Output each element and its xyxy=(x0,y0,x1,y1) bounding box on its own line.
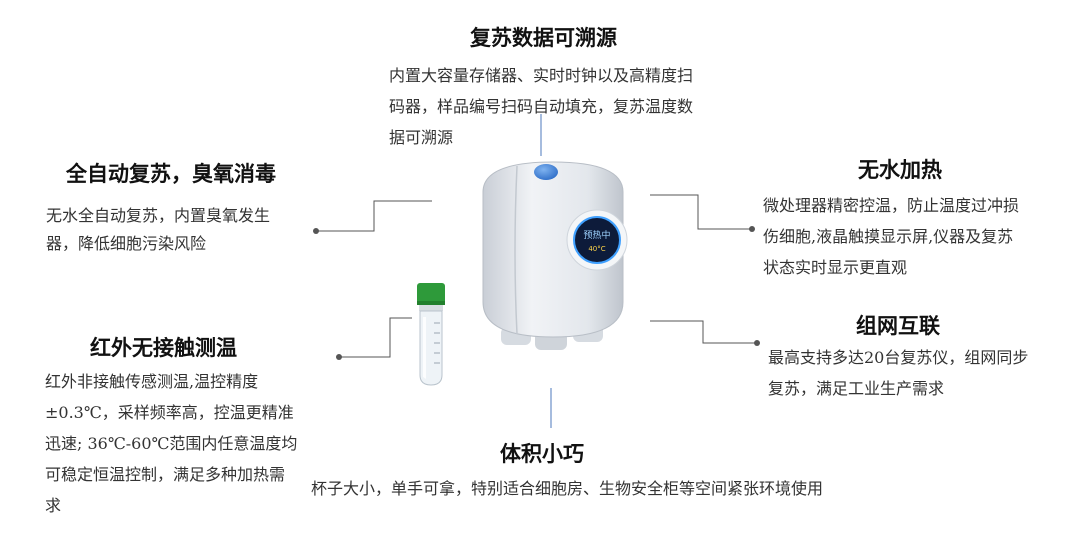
desc-line: 伤细胞,液晶触摸显示屏,仪器及复苏 xyxy=(763,227,1014,246)
desc-traceable: 内置大容量存储器、实时时钟以及高精度扫 码器，样品编号扫码自动填充，复苏温度数 … xyxy=(389,60,749,153)
title-network: 组网互联 xyxy=(856,313,940,338)
connector-network xyxy=(650,320,757,344)
desc-line: 微处理器精密控温，防止温度过冲损 xyxy=(763,196,1020,215)
connector-waterless xyxy=(650,194,752,230)
title-infrared: 红外无接触测温 xyxy=(90,335,237,360)
desc-line: 状态实时显示更直观 xyxy=(763,258,908,277)
desc-auto: 无水全自动复苏，内置臭氧发生 器，降低细胞污染风险 xyxy=(46,202,326,258)
desc-line: 无水全自动复苏，内置臭氧发生 xyxy=(46,206,271,225)
connector-dot-waterless xyxy=(749,226,755,232)
connector-infrared xyxy=(339,317,412,358)
desc-compact: 杯子大小，单手可拿，特别适合细胞房、生物安全柜等空间紧张环境使用 xyxy=(311,473,911,504)
desc-line: ±0.3℃，采样频率高，控温更精准 xyxy=(45,403,294,422)
sample-tube-image xyxy=(417,283,445,386)
desc-waterless: 微处理器精密控温，防止温度过冲损 伤细胞,液晶触摸显示屏,仪器及复苏 状态实时显… xyxy=(763,190,1073,283)
screen-status-text: 预热中 xyxy=(583,229,610,241)
desc-line: 杯子大小，单手可拿，特别适合细胞房、生物安全柜等空间紧张环境使用 xyxy=(311,479,824,498)
desc-line: 码器，样品编号扫码自动填充，复苏温度数 xyxy=(389,97,694,116)
desc-line: 内置大容量存储器、实时时钟以及高精度扫 xyxy=(389,66,694,85)
title-auto: 全自动复苏，臭氧消毒 xyxy=(66,161,276,186)
connector-auto xyxy=(316,200,432,232)
desc-line: 复苏，满足工业生产需求 xyxy=(768,379,945,398)
connector-dot-auto xyxy=(313,228,319,234)
connector-dot-infrared xyxy=(336,354,342,360)
screen-temp-text: 40°C xyxy=(588,245,605,253)
desc-infrared: 红外非接触传感测温,温控精度 ±0.3℃，采样频率高，控温更精准 迅速; 36℃… xyxy=(45,366,320,521)
title-compact: 体积小巧 xyxy=(500,441,584,466)
desc-line: 据可溯源 xyxy=(389,128,454,147)
device-image: 预热中 40°C xyxy=(482,161,628,350)
desc-line: 求 xyxy=(45,496,62,515)
desc-line: 最高支持多达20台复苏仪，组网同步 xyxy=(768,348,1029,367)
desc-line: 迅速; 36℃-60℃范围内任意温度均 xyxy=(45,434,298,453)
title-waterless: 无水加热 xyxy=(858,157,942,182)
title-traceable: 复苏数据可溯源 xyxy=(470,25,617,50)
desc-line: 可稳定恒温控制，满足多种加热需 xyxy=(45,465,286,484)
desc-network: 最高支持多达20台复苏仪，组网同步 复苏，满足工业生产需求 xyxy=(768,342,1068,404)
connector-dot-network xyxy=(754,340,760,346)
desc-line: 器，降低细胞污染风险 xyxy=(46,234,207,253)
desc-line: 红外非接触传感测温,温控精度 xyxy=(45,372,259,391)
